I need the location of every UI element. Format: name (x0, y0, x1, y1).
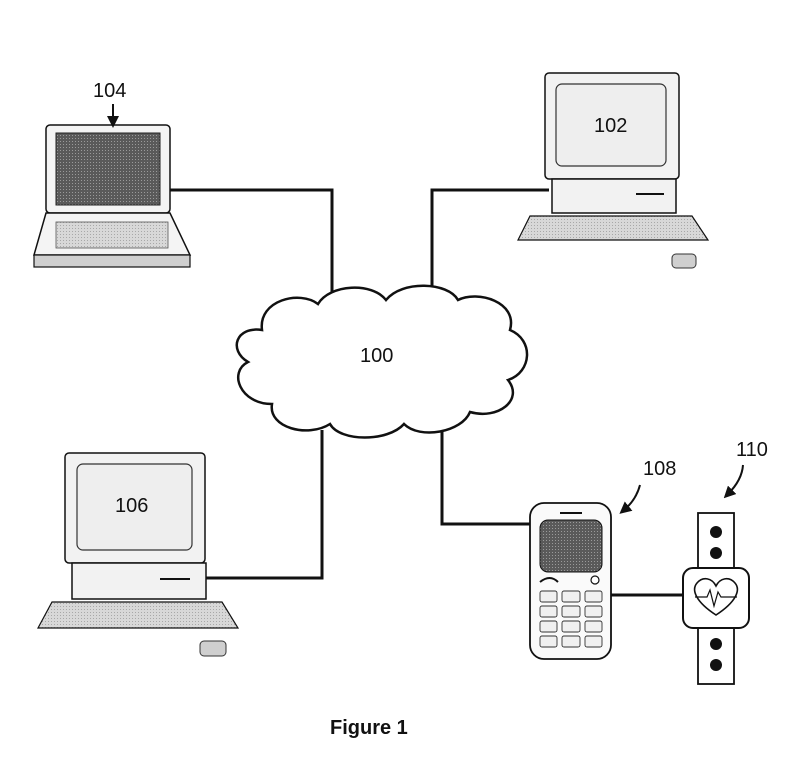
desktop-computer-icon: 106 (36, 452, 240, 657)
watch-strap-bottom (697, 625, 735, 685)
desktop-bottom-label: 106 (115, 495, 148, 517)
monitor-screen (555, 83, 667, 167)
link-laptop-network (170, 188, 334, 300)
mobile-phone-icon: 108 (529, 458, 676, 660)
laptop-screen (55, 132, 161, 206)
link-phone-network (440, 422, 530, 526)
strap-hole (710, 638, 722, 650)
laptop-label: 104 (93, 80, 126, 102)
watch-strap-top (697, 512, 735, 572)
strap-hole (710, 547, 722, 559)
mouse (671, 253, 697, 269)
smartwatch-heart-icon: 110 (682, 439, 768, 685)
heartbeat-line (695, 588, 737, 609)
cloud-icon: 100 (235, 284, 529, 439)
phone-screen (539, 519, 603, 573)
phone-keypad (539, 575, 603, 648)
figure-caption: Figure 1 (330, 717, 408, 739)
cpu-box (551, 178, 677, 214)
watch-label-arrow (723, 464, 744, 499)
desktop-computer-icon: 102 (517, 72, 710, 269)
phone-label-arrow (619, 484, 641, 514)
keyboard (36, 601, 240, 629)
strap-hole (710, 659, 722, 671)
watch-label: 110 (736, 439, 768, 461)
link-desktop-bottom-network (206, 430, 324, 580)
monitor-screen (76, 463, 193, 551)
laptop-front-edge (33, 254, 191, 268)
cloud-shape (235, 284, 529, 439)
link-desktop-top-network (430, 188, 549, 295)
mouse (199, 640, 227, 657)
laptop-keyboard (55, 221, 169, 249)
network-label: 100 (360, 345, 393, 367)
strap-hole (710, 526, 722, 538)
cpu-box (71, 562, 207, 600)
laptop-icon: 104 (33, 80, 192, 268)
connection-lines (170, 188, 685, 597)
phone-label: 108 (643, 458, 676, 480)
desktop-top-label: 102 (594, 115, 627, 137)
keyboard (517, 215, 710, 241)
